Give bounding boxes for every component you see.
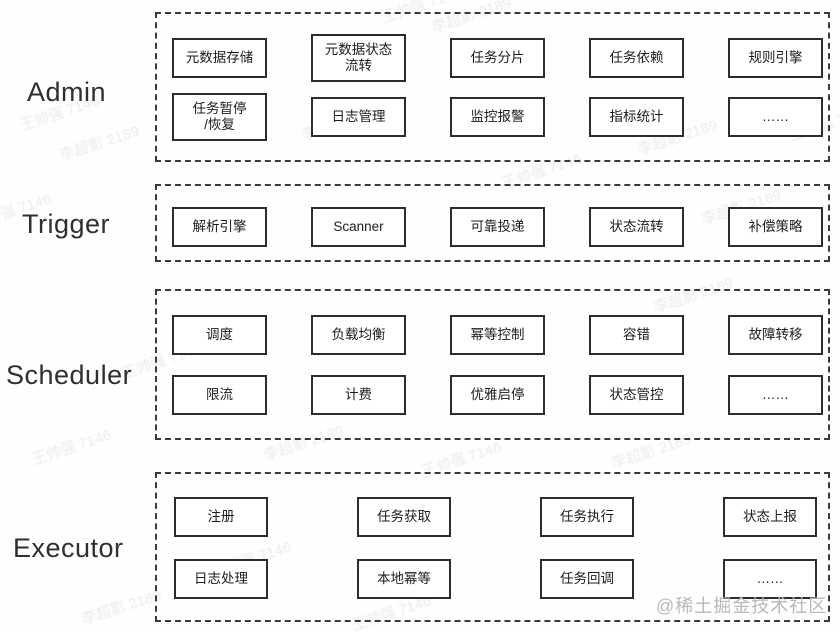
box-state-flow: 状态流转 [589, 207, 684, 247]
box-admin-ellipsis: …… [728, 97, 823, 137]
box-log-processing: 日志处理 [174, 559, 268, 599]
section-label-admin: Admin [27, 77, 107, 107]
box-scheduler-ellipsis: …… [728, 375, 823, 415]
scheduler-row-2: 限流 计费 优雅启停 状态管控 …… [172, 375, 823, 415]
box-metadata-storage: 元数据存储 [172, 38, 267, 78]
box-compensation-strategy: 补偿策略 [728, 207, 823, 247]
box-log-management: 日志管理 [311, 97, 406, 137]
box-task-callback: 任务回调 [540, 559, 634, 599]
executor-row-1: 注册 任务获取 任务执行 状态上报 [174, 497, 817, 537]
box-local-idempotent: 本地幂等 [357, 559, 451, 599]
section-label-executor: Executor [13, 533, 124, 563]
box-task-dependency: 任务依赖 [589, 38, 684, 78]
box-metric-stats: 指标统计 [589, 97, 684, 137]
box-billing: 计费 [311, 375, 406, 415]
box-rate-limit: 限流 [172, 375, 267, 415]
box-rule-engine: 规则引擎 [728, 38, 823, 78]
trigger-row-1: 解析引擎 Scanner 可靠投递 状态流转 补偿策略 [172, 207, 823, 247]
watermark-stamp: 李超影 2189 [57, 122, 142, 165]
watermark-stamp: 李超影 2189 [79, 586, 164, 629]
admin-row-1: 元数据存储 元数据状态 流转 任务分片 任务依赖 规则引擎 [172, 34, 823, 82]
box-state-control: 状态管控 [589, 375, 684, 415]
box-executor-ellipsis: …… [723, 559, 817, 599]
box-failover: 故障转移 [728, 315, 823, 355]
executor-row-2: 日志处理 本地幂等 任务回调 …… [174, 559, 817, 599]
box-scanner: Scanner [311, 207, 406, 247]
box-task-fetch: 任务获取 [357, 497, 451, 537]
admin-panel: 元数据存储 元数据状态 流转 任务分片 任务依赖 规则引擎 任务暂停 /恢复 日… [155, 12, 830, 162]
box-task-execute: 任务执行 [540, 497, 634, 537]
watermark-stamp: 王帅强 7146 [29, 426, 114, 469]
executor-panel: 注册 任务获取 任务执行 状态上报 日志处理 本地幂等 任务回调 …… [155, 472, 830, 622]
juejin-community-watermark: @稀土掘金技术社区 [656, 596, 828, 616]
trigger-panel: 解析引擎 Scanner 可靠投递 状态流转 补偿策略 [155, 184, 830, 262]
box-reliable-delivery: 可靠投递 [450, 207, 545, 247]
box-graceful-start-stop: 优雅启停 [450, 375, 545, 415]
box-register: 注册 [174, 497, 268, 537]
box-task-sharding: 任务分片 [450, 38, 545, 78]
scheduler-row-1: 调度 负载均衡 幂等控制 容错 故障转移 [172, 315, 823, 355]
box-load-balance: 负载均衡 [311, 315, 406, 355]
box-idempotent-control: 幂等控制 [450, 315, 545, 355]
box-metadata-state-flow: 元数据状态 流转 [311, 34, 406, 82]
box-task-pause-resume: 任务暂停 /恢复 [172, 93, 267, 141]
box-monitor-alert: 监控报警 [450, 97, 545, 137]
box-status-report: 状态上报 [723, 497, 817, 537]
admin-row-2: 任务暂停 /恢复 日志管理 监控报警 指标统计 …… [172, 93, 823, 141]
box-fault-tolerance: 容错 [589, 315, 684, 355]
box-scheduling: 调度 [172, 315, 267, 355]
section-label-trigger: Trigger [22, 209, 111, 239]
box-parse-engine: 解析引擎 [172, 207, 267, 247]
scheduler-panel: 调度 负载均衡 幂等控制 容错 故障转移 限流 计费 优雅启停 状态管控 …… [155, 289, 830, 440]
section-label-scheduler: Scheduler [6, 360, 133, 390]
